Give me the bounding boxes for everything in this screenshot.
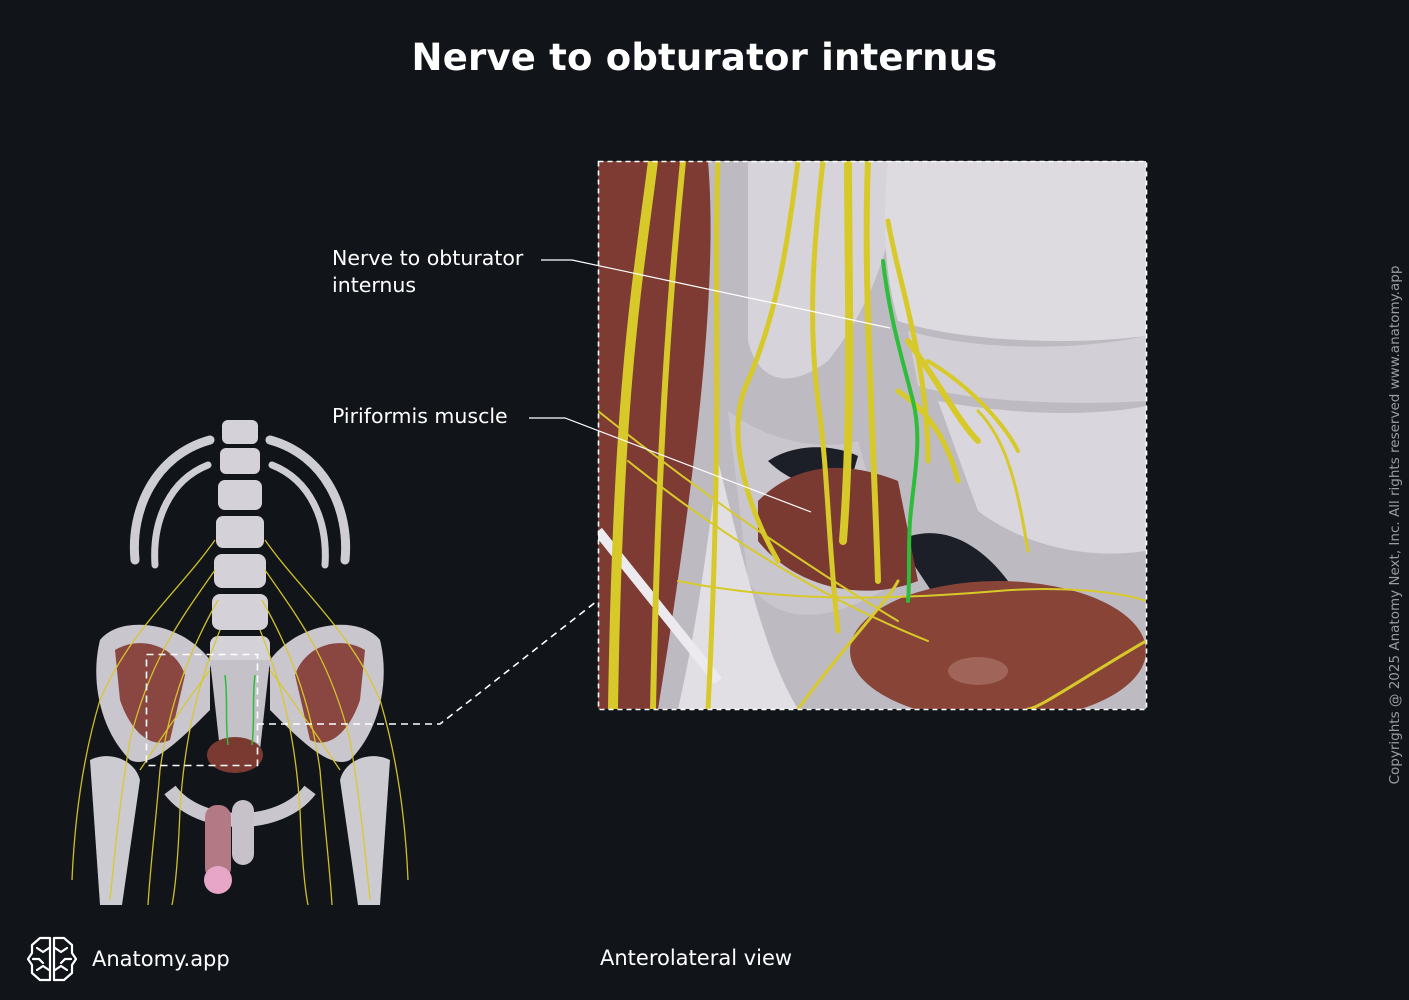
overview-pelvis-figure xyxy=(71,420,409,906)
page-title: Nerve to obturator internus xyxy=(411,36,998,79)
inset-connector-line xyxy=(257,600,598,725)
brain-logo-icon xyxy=(26,936,78,982)
brand-name: Anatomy.app xyxy=(92,947,230,971)
copyright-notice: Copyrights @ 2025 Anatomy Next, Inc. All… xyxy=(1387,265,1403,785)
leader-line-nerve xyxy=(541,259,891,329)
brand: Anatomy.app xyxy=(26,934,230,984)
inset-dashed-frame xyxy=(597,160,1148,711)
view-caption: Anterolateral view xyxy=(600,946,793,970)
label-nerve-line2: internus xyxy=(332,273,417,297)
label-nerve-to-obturator-internus: Nerve to obturator internus xyxy=(332,245,523,299)
label-piriformis-muscle: Piriformis muscle xyxy=(332,403,508,430)
small-dashed-frame xyxy=(145,653,259,767)
leader-line-piriformis xyxy=(529,417,812,513)
label-piriformis-line1: Piriformis muscle xyxy=(332,404,508,428)
label-nerve-line1: Nerve to obturator xyxy=(332,246,524,270)
inset-zoomed-figure xyxy=(598,161,1146,709)
